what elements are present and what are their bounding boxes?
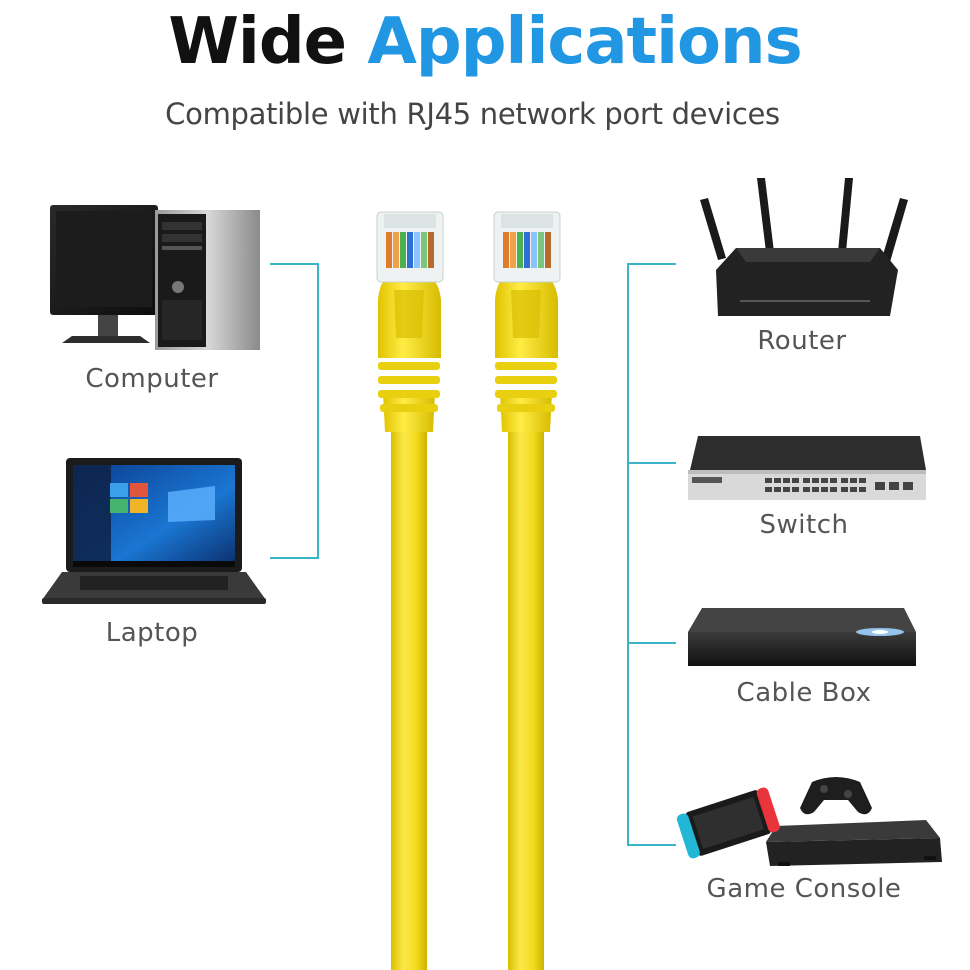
laptop-icon (42, 458, 266, 604)
label-switch: Switch (759, 510, 849, 540)
left-connector-lines (270, 263, 319, 559)
label-laptop: Laptop (105, 618, 199, 648)
title-word-wide: Wide (168, 5, 347, 79)
subtitle: Compatible with RJ45 network port device… (165, 97, 780, 131)
title-word-applications: Applications (367, 5, 802, 79)
game-console-icon (676, 777, 942, 866)
network-switch-icon (688, 436, 926, 500)
desktop-computer-icon (50, 205, 260, 350)
label-game-console: Game Console (706, 874, 902, 904)
right-connector-lines (627, 263, 676, 846)
ethernet-cable-right (493, 211, 561, 970)
cable-box-icon (688, 608, 916, 666)
label-router: Router (757, 326, 847, 356)
router-icon (700, 178, 908, 316)
label-cable-box: Cable Box (736, 678, 872, 708)
page-title: Wide Applications (0, 2, 970, 82)
label-computer: Computer (85, 364, 219, 394)
ethernet-cable-left (376, 211, 444, 970)
